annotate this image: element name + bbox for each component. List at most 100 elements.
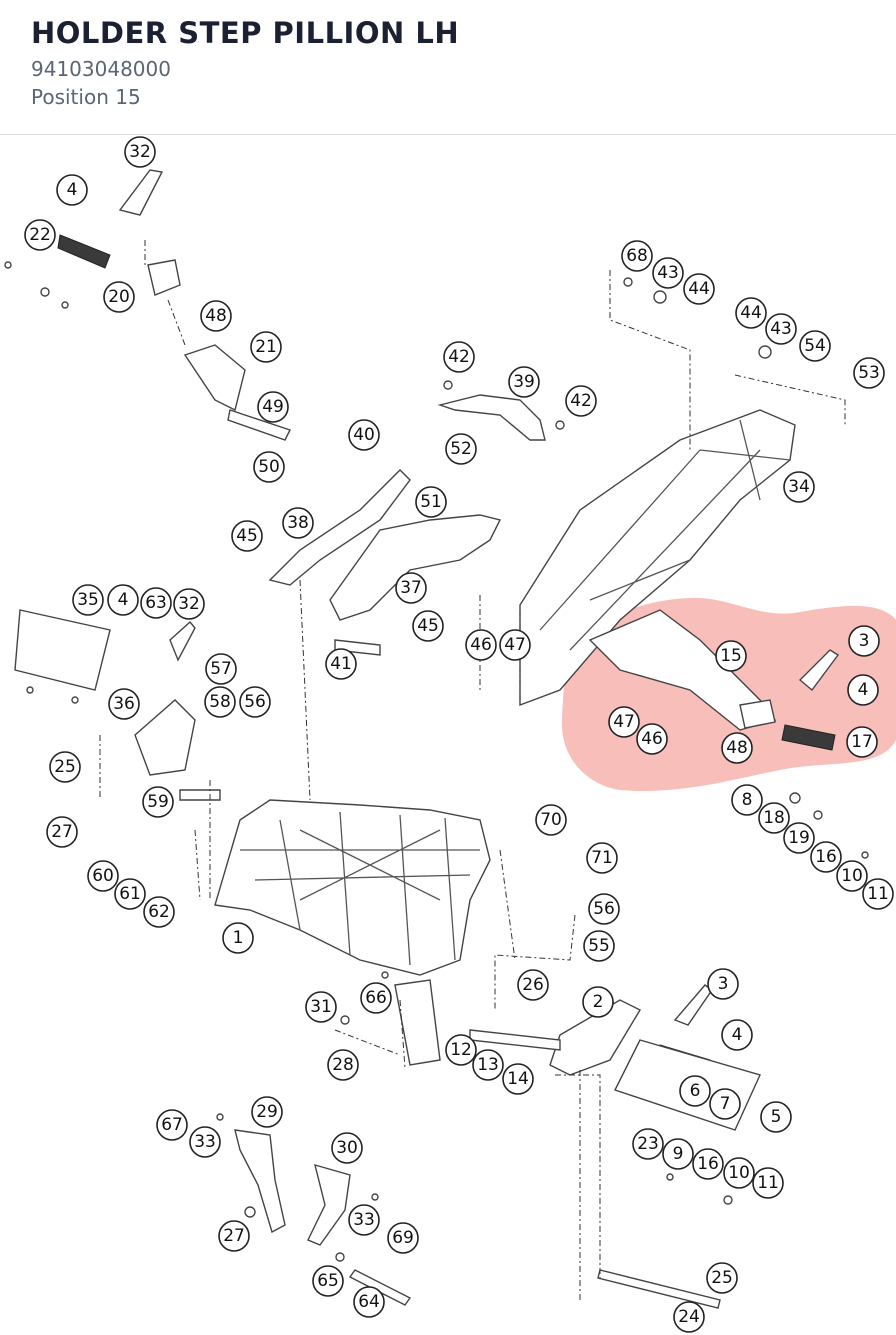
callout[interactable]: 4 [721, 1019, 753, 1051]
callout[interactable]: 42 [443, 341, 475, 373]
callout[interactable]: 45 [231, 520, 263, 552]
callout[interactable]: 43 [765, 313, 797, 345]
callout[interactable]: 54 [799, 330, 831, 362]
callout[interactable]: 64 [353, 1286, 385, 1318]
callout[interactable]: 31 [305, 991, 337, 1023]
callout[interactable]: 17 [846, 726, 878, 758]
callout[interactable]: 29 [251, 1096, 283, 1128]
callout[interactable]: 41 [325, 648, 357, 680]
callout[interactable]: 10 [836, 860, 868, 892]
callout[interactable]: 25 [706, 1262, 738, 1294]
callout[interactable]: 56 [239, 686, 271, 718]
callout[interactable]: 46 [465, 629, 497, 661]
callout[interactable]: 68 [621, 240, 653, 272]
svg-text:39: 39 [513, 372, 535, 392]
callout[interactable]: 50 [253, 451, 285, 483]
callout[interactable]: 70 [535, 804, 567, 836]
callout[interactable]: 3 [707, 968, 739, 1000]
callout[interactable]: 39 [508, 366, 540, 398]
callout[interactable]: 42 [565, 385, 597, 417]
callout[interactable]: 23 [632, 1128, 664, 1160]
callout[interactable]: 16 [692, 1148, 724, 1180]
callout[interactable]: 49 [257, 391, 289, 423]
svg-text:28: 28 [332, 1055, 354, 1075]
svg-text:4: 4 [118, 590, 129, 610]
callout[interactable]: 4 [56, 174, 88, 206]
callout[interactable]: 63 [140, 587, 172, 619]
callout[interactable]: 66 [360, 982, 392, 1014]
callout[interactable]: 57 [205, 653, 237, 685]
callout[interactable]: 4 [847, 674, 879, 706]
callout[interactable]: 5 [760, 1101, 792, 1133]
callout[interactable]: 8 [731, 784, 763, 816]
callout[interactable]: 34 [783, 471, 815, 503]
callout[interactable]: 32 [124, 136, 156, 168]
svg-text:45: 45 [417, 616, 439, 636]
callout[interactable]: 22 [24, 219, 56, 251]
callout[interactable]: 52 [445, 433, 477, 465]
callout[interactable]: 27 [218, 1220, 250, 1252]
callout[interactable]: 4 [107, 584, 139, 616]
callout[interactable]: 48 [721, 732, 753, 764]
callout[interactable]: 65 [312, 1265, 344, 1297]
callout[interactable]: 6 [679, 1075, 711, 1107]
callout[interactable]: 20 [103, 281, 135, 313]
callout[interactable]: 19 [783, 822, 815, 854]
callout[interactable]: 9 [662, 1138, 694, 1170]
callout[interactable]: 59 [142, 786, 174, 818]
callout[interactable]: 32 [173, 588, 205, 620]
callout[interactable]: 46 [636, 723, 668, 755]
callout[interactable]: 45 [412, 610, 444, 642]
callout[interactable]: 25 [49, 751, 81, 783]
callout[interactable]: 10 [723, 1157, 755, 1189]
callout[interactable]: 33 [348, 1204, 380, 1236]
callout[interactable]: 35 [72, 584, 104, 616]
callout[interactable]: 24 [673, 1301, 705, 1333]
callout[interactable]: 21 [250, 331, 282, 363]
rear-subframe [519, 409, 796, 731]
callout[interactable]: 30 [331, 1132, 363, 1164]
callout[interactable]: 58 [204, 686, 236, 718]
callout[interactable]: 15 [715, 640, 747, 672]
main-frame [214, 799, 491, 1066]
callout[interactable]: 60 [87, 860, 119, 892]
callout[interactable]: 12 [445, 1034, 477, 1066]
callout[interactable]: 27 [46, 816, 78, 848]
callout[interactable]: 26 [517, 969, 549, 1001]
callout[interactable]: 51 [415, 486, 447, 518]
callout[interactable]: 71 [586, 842, 618, 874]
callout[interactable]: 13 [472, 1049, 504, 1081]
callout[interactable]: 2 [582, 986, 614, 1018]
callout[interactable]: 69 [387, 1222, 419, 1254]
svg-text:60: 60 [92, 866, 114, 886]
callout[interactable]: 47 [499, 629, 531, 661]
callout[interactable]: 61 [114, 878, 146, 910]
callout[interactable]: 44 [683, 273, 715, 305]
callout[interactable]: 55 [583, 930, 615, 962]
callout[interactable]: 44 [735, 297, 767, 329]
callout[interactable]: 43 [652, 257, 684, 289]
callout[interactable]: 18 [758, 802, 790, 834]
callout[interactable]: 33 [189, 1126, 221, 1158]
callout[interactable]: 38 [282, 507, 314, 539]
callout[interactable]: 67 [156, 1109, 188, 1141]
callout[interactable]: 1 [222, 922, 254, 954]
callout[interactable]: 11 [862, 878, 894, 910]
callout[interactable]: 53 [853, 357, 885, 389]
callout[interactable]: 3 [848, 625, 880, 657]
callout[interactable]: 14 [502, 1063, 534, 1095]
callout[interactable]: 11 [752, 1167, 784, 1199]
callout[interactable]: 62 [143, 896, 175, 928]
callout[interactable]: 28 [327, 1049, 359, 1081]
svg-text:50: 50 [258, 457, 280, 477]
callout[interactable]: 7 [709, 1088, 741, 1120]
callout[interactable]: 16 [810, 841, 842, 873]
callout[interactable]: 37 [395, 572, 427, 604]
svg-text:62: 62 [148, 902, 170, 922]
callout[interactable]: 36 [108, 688, 140, 720]
callout[interactable]: 48 [200, 300, 232, 332]
callout[interactable]: 40 [348, 419, 380, 451]
page-header: HOLDER STEP PILLION LH 94103048000 Posit… [0, 0, 896, 135]
callout[interactable]: 47 [608, 706, 640, 738]
callout[interactable]: 56 [588, 893, 620, 925]
